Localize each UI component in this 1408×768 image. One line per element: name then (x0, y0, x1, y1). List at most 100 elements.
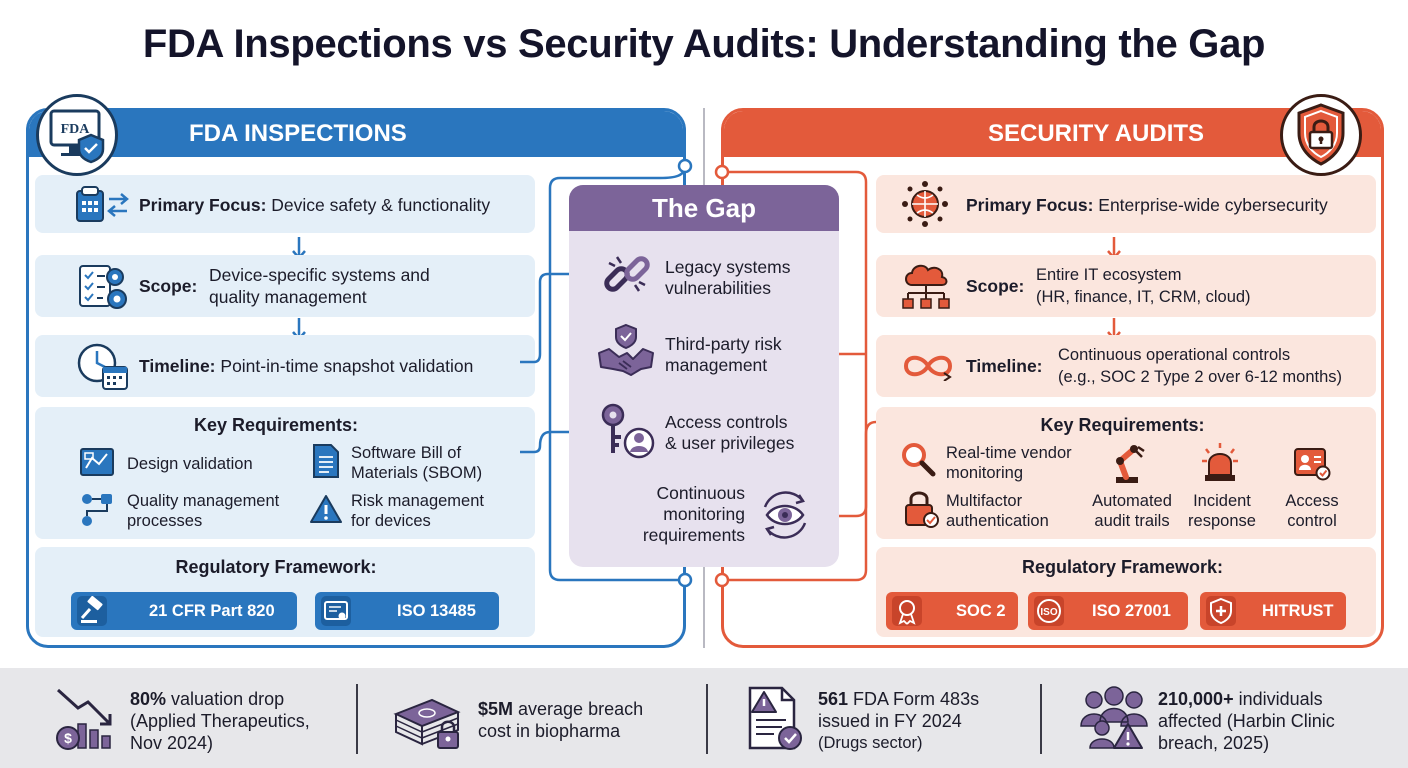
security-req-incident-response: Incident response (1178, 491, 1266, 531)
stat-breach-line2: cost in biopharma (478, 721, 621, 741)
fda-req-quality-line2: processes (127, 512, 203, 530)
security-header-title: SECURITY AUDITS (988, 120, 1205, 147)
stat-483-line3: (Drugs sector) (818, 734, 923, 752)
fda-scope-label: Scope: (139, 276, 198, 296)
blueprint-icon (80, 448, 114, 476)
security-req-vendor-monitoring: Real-time vendor monitoring (946, 443, 1072, 483)
gap-monitoring-line1: Continuous (656, 483, 745, 503)
infinity-loop-icon (903, 355, 953, 381)
fda-badge-21cfr-label: 21 CFR Part 820 (149, 602, 275, 620)
fda-req-sbom: Software Bill of Materials (SBOM) (351, 443, 482, 483)
stat-individuals-rest: individuals (1233, 689, 1323, 709)
security-primary-focus-card (876, 175, 1376, 233)
fda-header-title: FDA INSPECTIONS (189, 120, 407, 147)
stat-breach-cost: $5M average breach cost in biopharma (478, 698, 643, 742)
stat-individuals-line2: affected (Harbin Clinic (1158, 711, 1335, 731)
gap-connectors (520, 158, 877, 588)
security-primary-focus: Primary Focus: Enterprise-wide cybersecu… (966, 194, 1328, 216)
money-stack-lock-icon (393, 698, 461, 749)
stat-483-line2: issued in FY 2024 (818, 711, 962, 731)
fda-badge-21cfr: 21 CFR Part 820 (71, 592, 297, 630)
phone-icon (76, 186, 129, 222)
gap-item-third-party: Third-party risk management (665, 334, 782, 376)
security-badge-hitrust-label: HITRUST (1262, 602, 1334, 620)
medical-shield-icon (1206, 596, 1236, 626)
security-req-mfa-line2: authentication (946, 512, 1049, 530)
stat-valuation-line3: Nov 2024) (130, 733, 214, 753)
security-req-incident-line1: Incident (1193, 492, 1251, 510)
fda-req-risk-management: Risk management for devices (351, 491, 484, 531)
fda-primary-focus: Primary Focus: Device safety & functiona… (139, 194, 490, 216)
robot-arm-icon (1116, 445, 1145, 483)
security-regulatory-title: Regulatory Framework: (1021, 557, 1224, 577)
fda-req-risk-line1: Risk management (351, 492, 484, 510)
cloud-network-icon (902, 264, 950, 309)
gap-item-legacy: Legacy systems vulnerabilities (665, 257, 790, 299)
fda-monitor-shield-icon: FDA (49, 109, 105, 164)
gap-access-line1: Access controls (665, 412, 788, 432)
fda-scope-text: Device-specific systems and quality mana… (209, 264, 430, 308)
fda-key-requirements-card (35, 407, 535, 539)
security-timeline-line2: (e.g., SOC 2 Type 2 over 6-12 months) (1058, 368, 1342, 386)
security-req-access-control: Access control (1270, 491, 1354, 531)
declining-chart-dollar-icon: $ (56, 688, 112, 750)
fda-scope-line1: Device-specific systems and (209, 265, 430, 285)
gap-panel: The Gap Legacy systems vulnerabilities T… (569, 185, 839, 567)
stat-individuals-affected: 210,000+ individuals affected (Harbin Cl… (1158, 688, 1335, 754)
security-timeline: Timeline: (966, 355, 1043, 377)
security-primary-focus-label: Primary Focus: (966, 195, 1094, 215)
security-timeline-text: Continuous operational controls (e.g., S… (1058, 344, 1342, 388)
security-badge-soc2-label: SOC 2 (956, 602, 1006, 620)
fda-timeline-text: Point-in-time snapshot validation (220, 356, 474, 376)
security-badge-soc2: SOC 2 (886, 592, 1018, 630)
stat-483-rest: FDA Form 483s (848, 689, 980, 709)
fda-req-design-validation: Design validation (127, 455, 253, 473)
security-req-audit-line1: Automated (1092, 492, 1172, 510)
stat-breach-rest: average breach (513, 699, 644, 719)
security-badge-iso27001: ISO ISO 27001 (1028, 592, 1188, 630)
gap-item-continuous-monitoring: Continuous monitoring requirements (625, 483, 745, 546)
security-scope-line1: Entire IT ecosystem (1036, 266, 1182, 284)
fda-timeline: Timeline: Point-in-time snapshot validat… (139, 355, 473, 377)
security-primary-focus-text: Enterprise-wide cybersecurity (1098, 195, 1328, 215)
security-req-incident-line2: response (1188, 512, 1256, 530)
fda-req-sbom-line1: Software Bill of (351, 444, 462, 462)
svg-text:$: $ (64, 730, 72, 746)
gap-legacy-line1: Legacy systems (665, 257, 791, 277)
gap-legacy-line2: vulnerabilities (665, 278, 772, 298)
gap-third-party-line1: Third-party risk (665, 334, 782, 354)
document-warning-icon (748, 686, 802, 750)
fda-key-requirements-title: Key Requirements: (193, 415, 359, 435)
stat-483-bold: 561 (818, 689, 849, 709)
stats-bar (0, 668, 1408, 768)
fda-primary-focus-text: Device safety & functionality (271, 195, 491, 215)
gap-item-access-controls: Access controls & user privileges (665, 412, 794, 454)
fda-regulatory-title: Regulatory Framework: (175, 557, 377, 577)
iso-icon-text: ISO (1040, 607, 1057, 618)
security-req-access-line1: Access (1285, 492, 1339, 510)
broken-chain-icon (604, 256, 650, 292)
security-req-mfa: Multifactor authentication (946, 491, 1049, 531)
gap-access-line2: & user privileges (665, 433, 795, 453)
security-scope-card (876, 255, 1376, 317)
stat-valuation-rest: valuation drop (166, 689, 285, 709)
fda-logo: FDA (36, 94, 118, 176)
stats-divider (1040, 684, 1042, 754)
security-req-vendor-line2: monitoring (946, 464, 1024, 482)
people-group-warning-icon (1080, 686, 1148, 749)
page-title: FDA Inspections vs Security Audits: Unde… (142, 22, 1266, 66)
warning-icon (310, 495, 342, 523)
eye-refresh-icon (763, 491, 807, 539)
stat-breach-bold: $5M (478, 699, 514, 719)
id-badge-icon (1294, 448, 1331, 481)
award-ribbon-icon (892, 596, 922, 626)
fda-logo-text: FDA (61, 122, 91, 137)
security-req-audit-trails: Automated audit trails (1084, 491, 1180, 531)
shield-lock-icon (1297, 103, 1345, 166)
stat-valuation-drop: 80% valuation drop (Applied Therapeutics… (130, 688, 310, 754)
gap-monitoring-line3: requirements (642, 525, 745, 545)
process-flow-icon (82, 494, 112, 526)
security-req-vendor-line1: Real-time vendor (946, 444, 1072, 462)
security-timeline-line1: Continuous operational controls (1058, 346, 1291, 364)
security-badge-iso27001-label: ISO 27001 (1092, 602, 1171, 620)
